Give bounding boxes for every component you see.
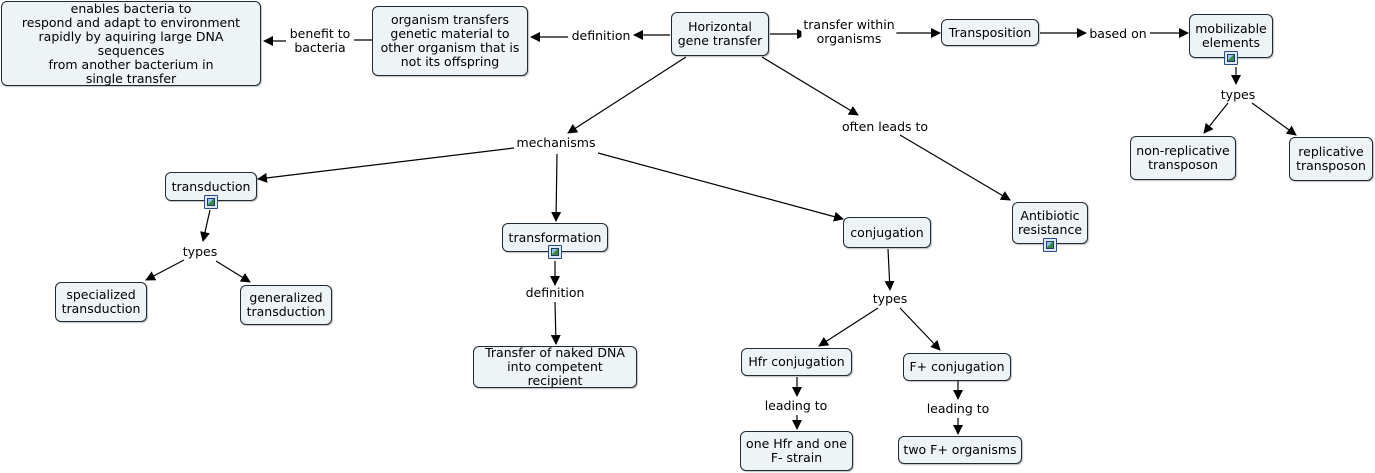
node-hfr-result[interactable]: one Hfr and one F- strain [740,431,853,471]
image-attachment-icon[interactable] [204,195,218,209]
image-attachment-icon[interactable] [548,245,562,259]
image-attachment-icon[interactable] [1224,51,1238,65]
node-hfr-conjugation[interactable]: Hfr conjugation [741,348,852,376]
link-phrase-benefit: benefit to bacteria [287,26,353,55]
node-naked-dna[interactable]: Transfer of naked DNA into competent rec… [473,346,637,388]
node-label: mobilizable elements [1195,21,1267,50]
node-specialized-transduction[interactable]: specialized transduction [55,282,147,322]
node-label: Antibiotic resistance [1017,208,1083,237]
node-label: Transposition [948,24,1032,40]
node-mobilizable-elements[interactable]: mobilizable elements [1189,14,1273,58]
node-generalized-transduction[interactable]: generalized transduction [240,285,332,325]
node-antibiotic-resistance[interactable]: Antibiotic resistance [1012,202,1088,244]
node-label: Hfr conjugation [748,354,845,369]
node-label: organism transfers genetic material to o… [380,12,520,69]
node-horizontal-gene-transfer[interactable]: Horizontal gene transfer [671,12,769,56]
node-label: enables bacteria to respond and adapt to… [21,0,241,86]
node-label: replicative transposon [1296,144,1366,173]
link-phrase-often-leads-to: often leads to [839,119,931,134]
node-label: transduction [171,178,251,194]
node-fplus-result[interactable]: two F+ organisms [898,436,1022,464]
link-phrase-types: types [180,244,220,259]
link-phrase-definition: definition [523,285,587,300]
link-phrase-definition: definition [569,28,633,43]
node-label: conjugation [850,224,924,240]
image-attachment-icon[interactable] [1043,238,1057,252]
link-phrase-transfer-within: transfer within organisms [801,17,897,46]
node-label: Horizontal gene transfer [677,19,763,48]
link-phrase-leading-to: leading to [924,401,992,416]
node-transposition[interactable]: Transposition [941,19,1039,46]
link-phrase-types: types [870,291,910,306]
link-phrase-mechanisms: mechanisms [514,135,598,150]
node-non-replicative-transposon[interactable]: non-replicative transposon [1130,136,1236,180]
node-replicative-transposon[interactable]: replicative transposon [1289,137,1373,181]
link-phrase-leading-to: leading to [762,398,830,413]
node-label: specialized transduction [61,287,141,316]
node-organism-transfers[interactable]: organism transfers genetic material to o… [372,6,528,76]
link-phrase-based-on: based on [1087,26,1149,41]
node-label: non-replicative transposon [1136,143,1230,172]
node-fplus-conjugation[interactable]: F+ conjugation [903,353,1011,381]
node-label: F+ conjugation [909,359,1005,374]
node-transduction[interactable]: transduction [165,172,257,201]
node-label: transformation [508,229,602,245]
node-benefit-description[interactable]: enables bacteria to respond and adapt to… [1,1,261,86]
node-conjugation[interactable]: conjugation [843,217,931,248]
link-phrase-types: types [1218,87,1258,102]
node-label: one Hfr and one F- strain [746,436,847,465]
node-label: two F+ organisms [903,442,1017,457]
node-label: Transfer of naked DNA into competent rec… [485,345,625,388]
node-label: generalized transduction [246,290,326,319]
